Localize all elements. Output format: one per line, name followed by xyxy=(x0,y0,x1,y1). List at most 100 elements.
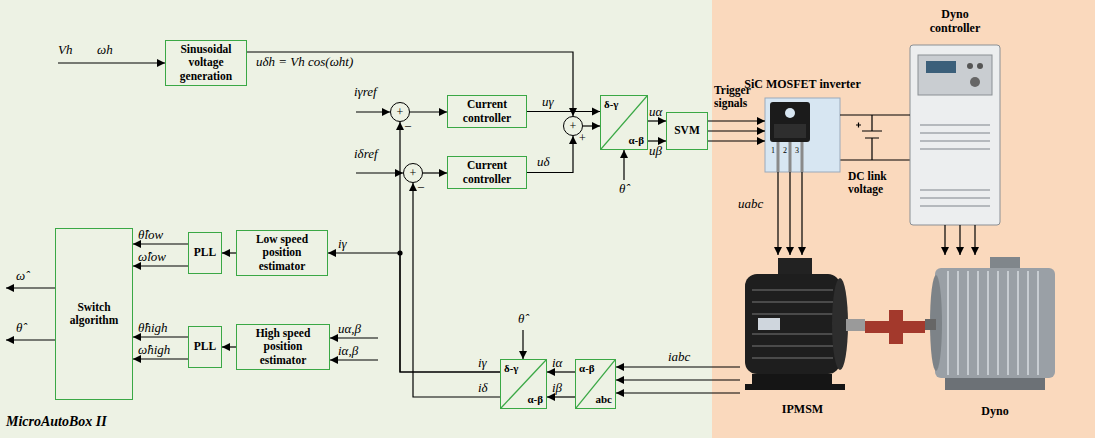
mosfet-legs xyxy=(778,142,802,172)
node-text: α-β xyxy=(628,134,644,147)
signal-label: iγref xyxy=(354,84,377,100)
transform-diagonal xyxy=(601,96,647,149)
input-wire xyxy=(623,150,624,180)
signal-wire xyxy=(840,114,910,115)
inverter-block: SiC MOSFET inverter xyxy=(765,98,840,172)
node-text: Low speed position estimator xyxy=(241,233,323,273)
signal-wire xyxy=(944,225,945,255)
process-box: Current controller xyxy=(447,95,527,128)
signal-wire xyxy=(413,183,500,397)
signal-wire xyxy=(789,172,790,255)
sign-label: _ xyxy=(405,115,411,127)
hardware-title: Dyno controller xyxy=(920,8,990,36)
node-text: PLL xyxy=(194,340,216,353)
signal-wire xyxy=(133,336,188,337)
cooling-fins xyxy=(948,271,1038,375)
signal-label: iγ xyxy=(478,355,487,371)
process-box: Sinusoidal voltage generation xyxy=(165,40,247,86)
input-wire xyxy=(356,172,403,173)
signal-wire xyxy=(959,225,960,255)
signal-label: ω̂ xyxy=(16,268,25,284)
process-box: PLL xyxy=(188,232,222,274)
transform-diagonal xyxy=(501,360,546,408)
shaft xyxy=(846,319,865,331)
signal-label: iδref xyxy=(354,146,378,162)
input-wire xyxy=(356,111,390,112)
node-text: α-β xyxy=(527,393,543,406)
signal-label: ω̂low xyxy=(138,249,166,265)
signal-label: ωh xyxy=(97,42,113,58)
signal-label: uδh = Vh cos(ωht) xyxy=(256,54,353,70)
signal-wire xyxy=(222,252,236,253)
cabinet xyxy=(910,45,1000,225)
signal-wire xyxy=(648,120,666,121)
transform-box: δ-γ α-β xyxy=(500,359,547,409)
signal-label: uγ xyxy=(542,94,554,110)
shaft xyxy=(925,319,936,330)
signal-wire xyxy=(616,366,740,367)
input-wire xyxy=(330,359,378,360)
pin-number: 1 xyxy=(771,147,775,155)
dyno-base xyxy=(945,378,1045,390)
pin-number: 2 xyxy=(783,147,787,155)
motor-body xyxy=(745,274,840,374)
signal-label: θ̂high xyxy=(138,320,168,336)
node-text: SVM xyxy=(674,124,700,137)
hardware-ground xyxy=(712,0,1095,438)
sign-label: + xyxy=(570,120,577,132)
hardware-title: IPMSM xyxy=(782,403,823,417)
signal-label: iδ xyxy=(478,380,488,396)
process-box: Current controller xyxy=(447,156,527,189)
node-text: δ-γ xyxy=(504,362,519,375)
dial xyxy=(970,77,980,87)
node-text: Switch algorithm xyxy=(60,301,128,327)
control-panel xyxy=(918,55,992,95)
signal-wire xyxy=(222,346,236,347)
panel-title: MicroAutoBox II xyxy=(6,414,107,430)
sign-label: _ xyxy=(418,176,424,188)
signal-wire xyxy=(583,125,600,126)
node-text: Current controller xyxy=(452,159,522,185)
signal-wire xyxy=(527,111,600,112)
process-box: SVM xyxy=(666,112,708,150)
signal-wire xyxy=(708,130,765,131)
mounting-hole xyxy=(785,108,795,118)
motor-foot xyxy=(752,374,832,384)
signal-label: uβ xyxy=(649,143,662,159)
signal-label: iβ xyxy=(552,380,562,396)
signal-label: iabc xyxy=(668,349,690,365)
display xyxy=(926,61,956,73)
signal-label: ω̂high xyxy=(138,342,170,358)
signal-label: θ̂ xyxy=(619,181,625,197)
node-text: High speed position estimator xyxy=(241,327,325,367)
node-text: PLL xyxy=(194,246,216,259)
signal-wire xyxy=(648,140,666,141)
dyno-controller-block: Dyno controller xyxy=(910,45,1000,225)
signal-label: uα,β xyxy=(338,321,361,337)
signal-wire xyxy=(410,111,447,112)
button xyxy=(977,63,983,69)
process-box: Switch algorithm xyxy=(55,228,133,400)
motor-photo xyxy=(745,258,865,390)
motor-block: IPMSM xyxy=(740,255,865,400)
signal-label: θ̂ xyxy=(518,311,524,327)
nameplate xyxy=(758,318,780,330)
signal-label: θ̂low xyxy=(138,227,163,243)
signal-wire xyxy=(708,120,765,121)
signal-label: iγ xyxy=(338,236,347,252)
summing-junction: +_ xyxy=(390,102,410,122)
node-text: α-β xyxy=(579,362,595,375)
signal-wire xyxy=(616,379,740,380)
signal-label: θ̂ xyxy=(16,320,22,336)
dyno-body xyxy=(935,268,1055,378)
signal-wire xyxy=(133,265,188,266)
signal-wire xyxy=(801,172,802,255)
controller-ground xyxy=(0,0,712,438)
signal-label: iα,β xyxy=(338,343,358,359)
signal-wire xyxy=(423,172,447,173)
signal-wire xyxy=(527,136,573,173)
dyno-controller-photo xyxy=(910,45,1000,225)
signal-label: uabc xyxy=(738,196,763,212)
